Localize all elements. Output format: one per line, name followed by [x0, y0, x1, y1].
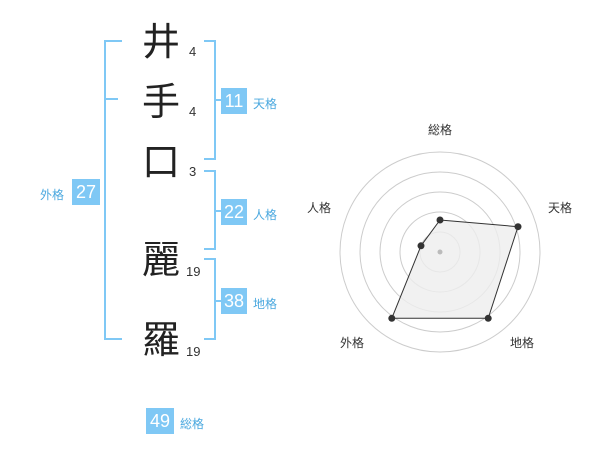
radar-axis-label-jinkaku: 人格 — [307, 200, 331, 215]
radar-points — [388, 216, 522, 322]
stroke-count-2: 4 — [189, 104, 197, 119]
name-char-1: 井 — [142, 20, 181, 64]
tenkaku-connector — [214, 99, 222, 101]
radar-ring-5 — [339, 151, 541, 353]
chikaku-connector — [214, 300, 222, 302]
radar-point-jinkaku — [417, 242, 425, 250]
name-char-4: 麗 — [142, 238, 181, 282]
radar-axis-label-soukaku: 総格 — [428, 122, 452, 137]
radar-axis-label-chikaku: 地格 — [510, 335, 534, 350]
gaikaku-bracket-middle-tick — [104, 98, 118, 100]
name-char-5: 羅 — [142, 318, 181, 362]
name-char-3: 口 — [142, 140, 181, 184]
soukaku-label: 総格 — [180, 417, 205, 431]
radar-point-chikaku — [484, 314, 492, 322]
gaikaku-bracket — [104, 40, 122, 340]
radar-chart: 総格 天格 地格 外格 人格 — [307, 122, 572, 353]
stroke-count-3: 3 — [189, 164, 197, 179]
stroke-count-1: 4 — [189, 44, 197, 59]
stroke-count-4: 19 — [186, 264, 201, 279]
soukaku-value-badge: 49 — [146, 408, 174, 434]
radar-axis-label-gaikaku: 外格 — [340, 335, 364, 350]
jinkaku-value-badge: 22 — [221, 199, 247, 225]
radar-point-tenkaku — [514, 223, 522, 231]
jinkaku-connector — [214, 210, 222, 212]
radar-point-gaikaku — [388, 314, 396, 322]
gaikaku-label: 外格 — [40, 188, 65, 202]
gaikaku-value-badge: 27 — [72, 179, 100, 205]
jinkaku-label: 人格 — [253, 208, 278, 222]
radar-polygon — [391, 219, 519, 319]
tenkaku-value-badge: 11 — [221, 88, 247, 114]
chikaku-bracket — [204, 258, 216, 340]
tenkaku-label: 天格 — [253, 97, 278, 111]
radar-ring-4 — [359, 171, 521, 333]
chikaku-label: 地格 — [253, 297, 278, 311]
radar-point-soukaku — [436, 216, 444, 224]
stroke-count-5: 19 — [186, 344, 201, 359]
chikaku-value-badge: 38 — [221, 288, 247, 314]
name-char-2: 手 — [142, 80, 181, 124]
radar-axis-label-tenkaku: 天格 — [548, 200, 572, 215]
radar-center-dot — [437, 249, 443, 255]
